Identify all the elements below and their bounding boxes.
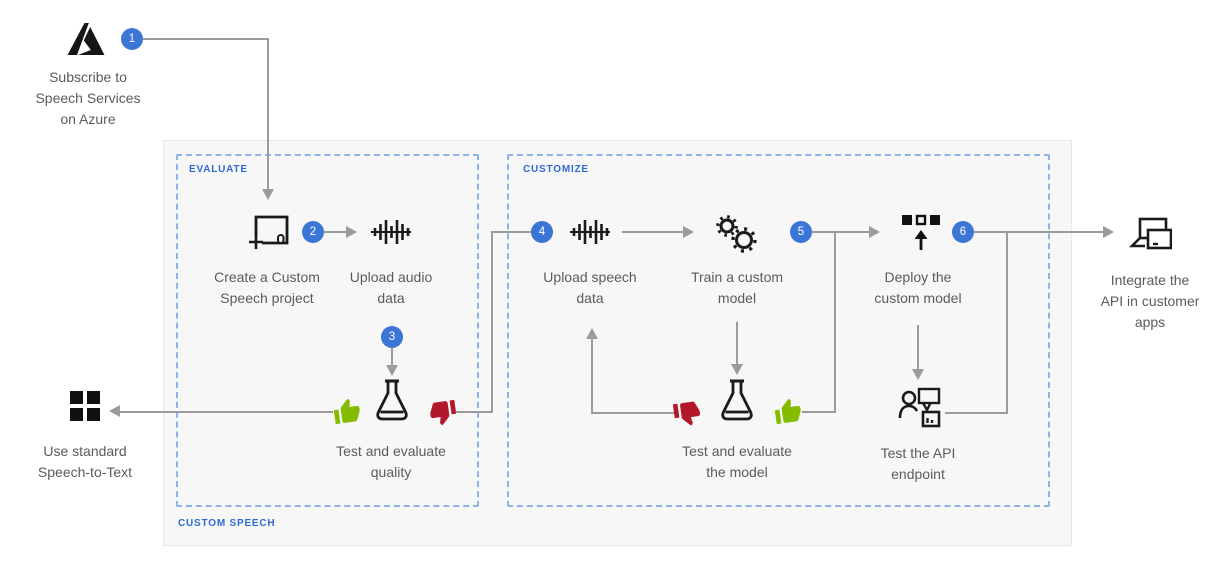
connector-pass-to-standard — [118, 411, 333, 413]
connector-upload-to-train — [622, 231, 684, 233]
thumbs-down-icon — [429, 398, 457, 426]
upload-audio-label: Upload audio data — [349, 269, 433, 306]
arrow-into-test-quality — [386, 365, 398, 376]
connector-deploy-to-testapi — [917, 325, 919, 371]
custom-speech-container — [163, 140, 1072, 546]
connector-loop-v — [591, 338, 593, 414]
flask-icon — [718, 379, 756, 425]
new-project-icon — [246, 211, 290, 249]
step-badge-6: 6 — [952, 221, 974, 243]
use-standard-label: Use standard Speech-to-Text — [37, 443, 133, 480]
arrow-into-deploy — [869, 226, 880, 238]
customize-group-label: CUSTOMIZE — [523, 164, 589, 175]
arrow-into-upload-speech — [586, 328, 598, 339]
subscribe-label: Subscribe to Speech Services on Azure — [35, 69, 141, 127]
connector-pass2-v — [834, 231, 836, 413]
deploy-model-label: Deploy the custom model — [874, 269, 962, 306]
test-model-label: Test and evaluate the model — [682, 443, 792, 480]
azure-logo — [67, 23, 105, 55]
connector-loop-h — [591, 412, 675, 414]
devices-icon — [1128, 217, 1172, 251]
connector-fail-h1 — [456, 411, 492, 413]
connector-testapi-h — [945, 412, 1008, 414]
connector-step6-h — [974, 231, 1106, 233]
test-api-label: Test the API endpoint — [880, 445, 956, 482]
upload-speech-label: Upload speech data — [543, 269, 637, 306]
thumbs-up-icon — [333, 398, 361, 426]
connector-step5-h — [812, 231, 872, 233]
step-badge-2: 2 — [302, 221, 324, 243]
train-model-label: Train a custom model — [690, 269, 784, 306]
step-badge-3: 3 — [381, 326, 403, 348]
step-badge-1: 1 — [121, 28, 143, 50]
connector-subscribe-h — [143, 38, 269, 40]
waveform-icon — [371, 217, 411, 247]
connector-pass2-h — [802, 411, 836, 413]
arrow-into-use-standard — [109, 405, 120, 417]
grid-icon — [70, 391, 100, 421]
connector-create-to-upload — [324, 231, 350, 233]
connector-fail-h2 — [491, 231, 531, 233]
connector-train-to-test — [736, 322, 738, 366]
connector-upload-to-test — [391, 348, 393, 368]
arrow-into-integrate — [1103, 226, 1114, 238]
evaluate-group-label: EVALUATE — [189, 164, 248, 175]
connector-fail-v — [491, 231, 493, 413]
test-quality-label: Test and evaluate quality — [336, 443, 446, 480]
gears-icon — [713, 213, 759, 255]
custom-speech-label: CUSTOM SPEECH — [178, 518, 276, 529]
create-project-label: Create a Custom Speech project — [214, 269, 320, 306]
connector-subscribe-v — [267, 38, 269, 190]
thumbs-up-icon — [774, 398, 802, 426]
arrow-into-test-model — [731, 364, 743, 375]
thumbs-down-icon — [672, 399, 701, 427]
deploy-icon — [899, 214, 943, 252]
step-badge-4: 4 — [531, 221, 553, 243]
customize-group-box — [507, 154, 1050, 507]
step-badge-5: 5 — [790, 221, 812, 243]
evaluate-group-box — [176, 154, 479, 507]
integrate-label: Integrate the API in customer apps — [1100, 272, 1200, 330]
user-chat-icon — [898, 387, 942, 433]
arrow-into-upload-audio — [346, 226, 357, 238]
arrow-into-create-project — [262, 189, 274, 200]
connector-testapi-v — [1006, 231, 1008, 414]
arrow-into-test-api — [912, 369, 924, 380]
arrow-into-train-model — [683, 226, 694, 238]
waveform-icon — [570, 217, 610, 247]
flask-icon — [373, 379, 411, 425]
